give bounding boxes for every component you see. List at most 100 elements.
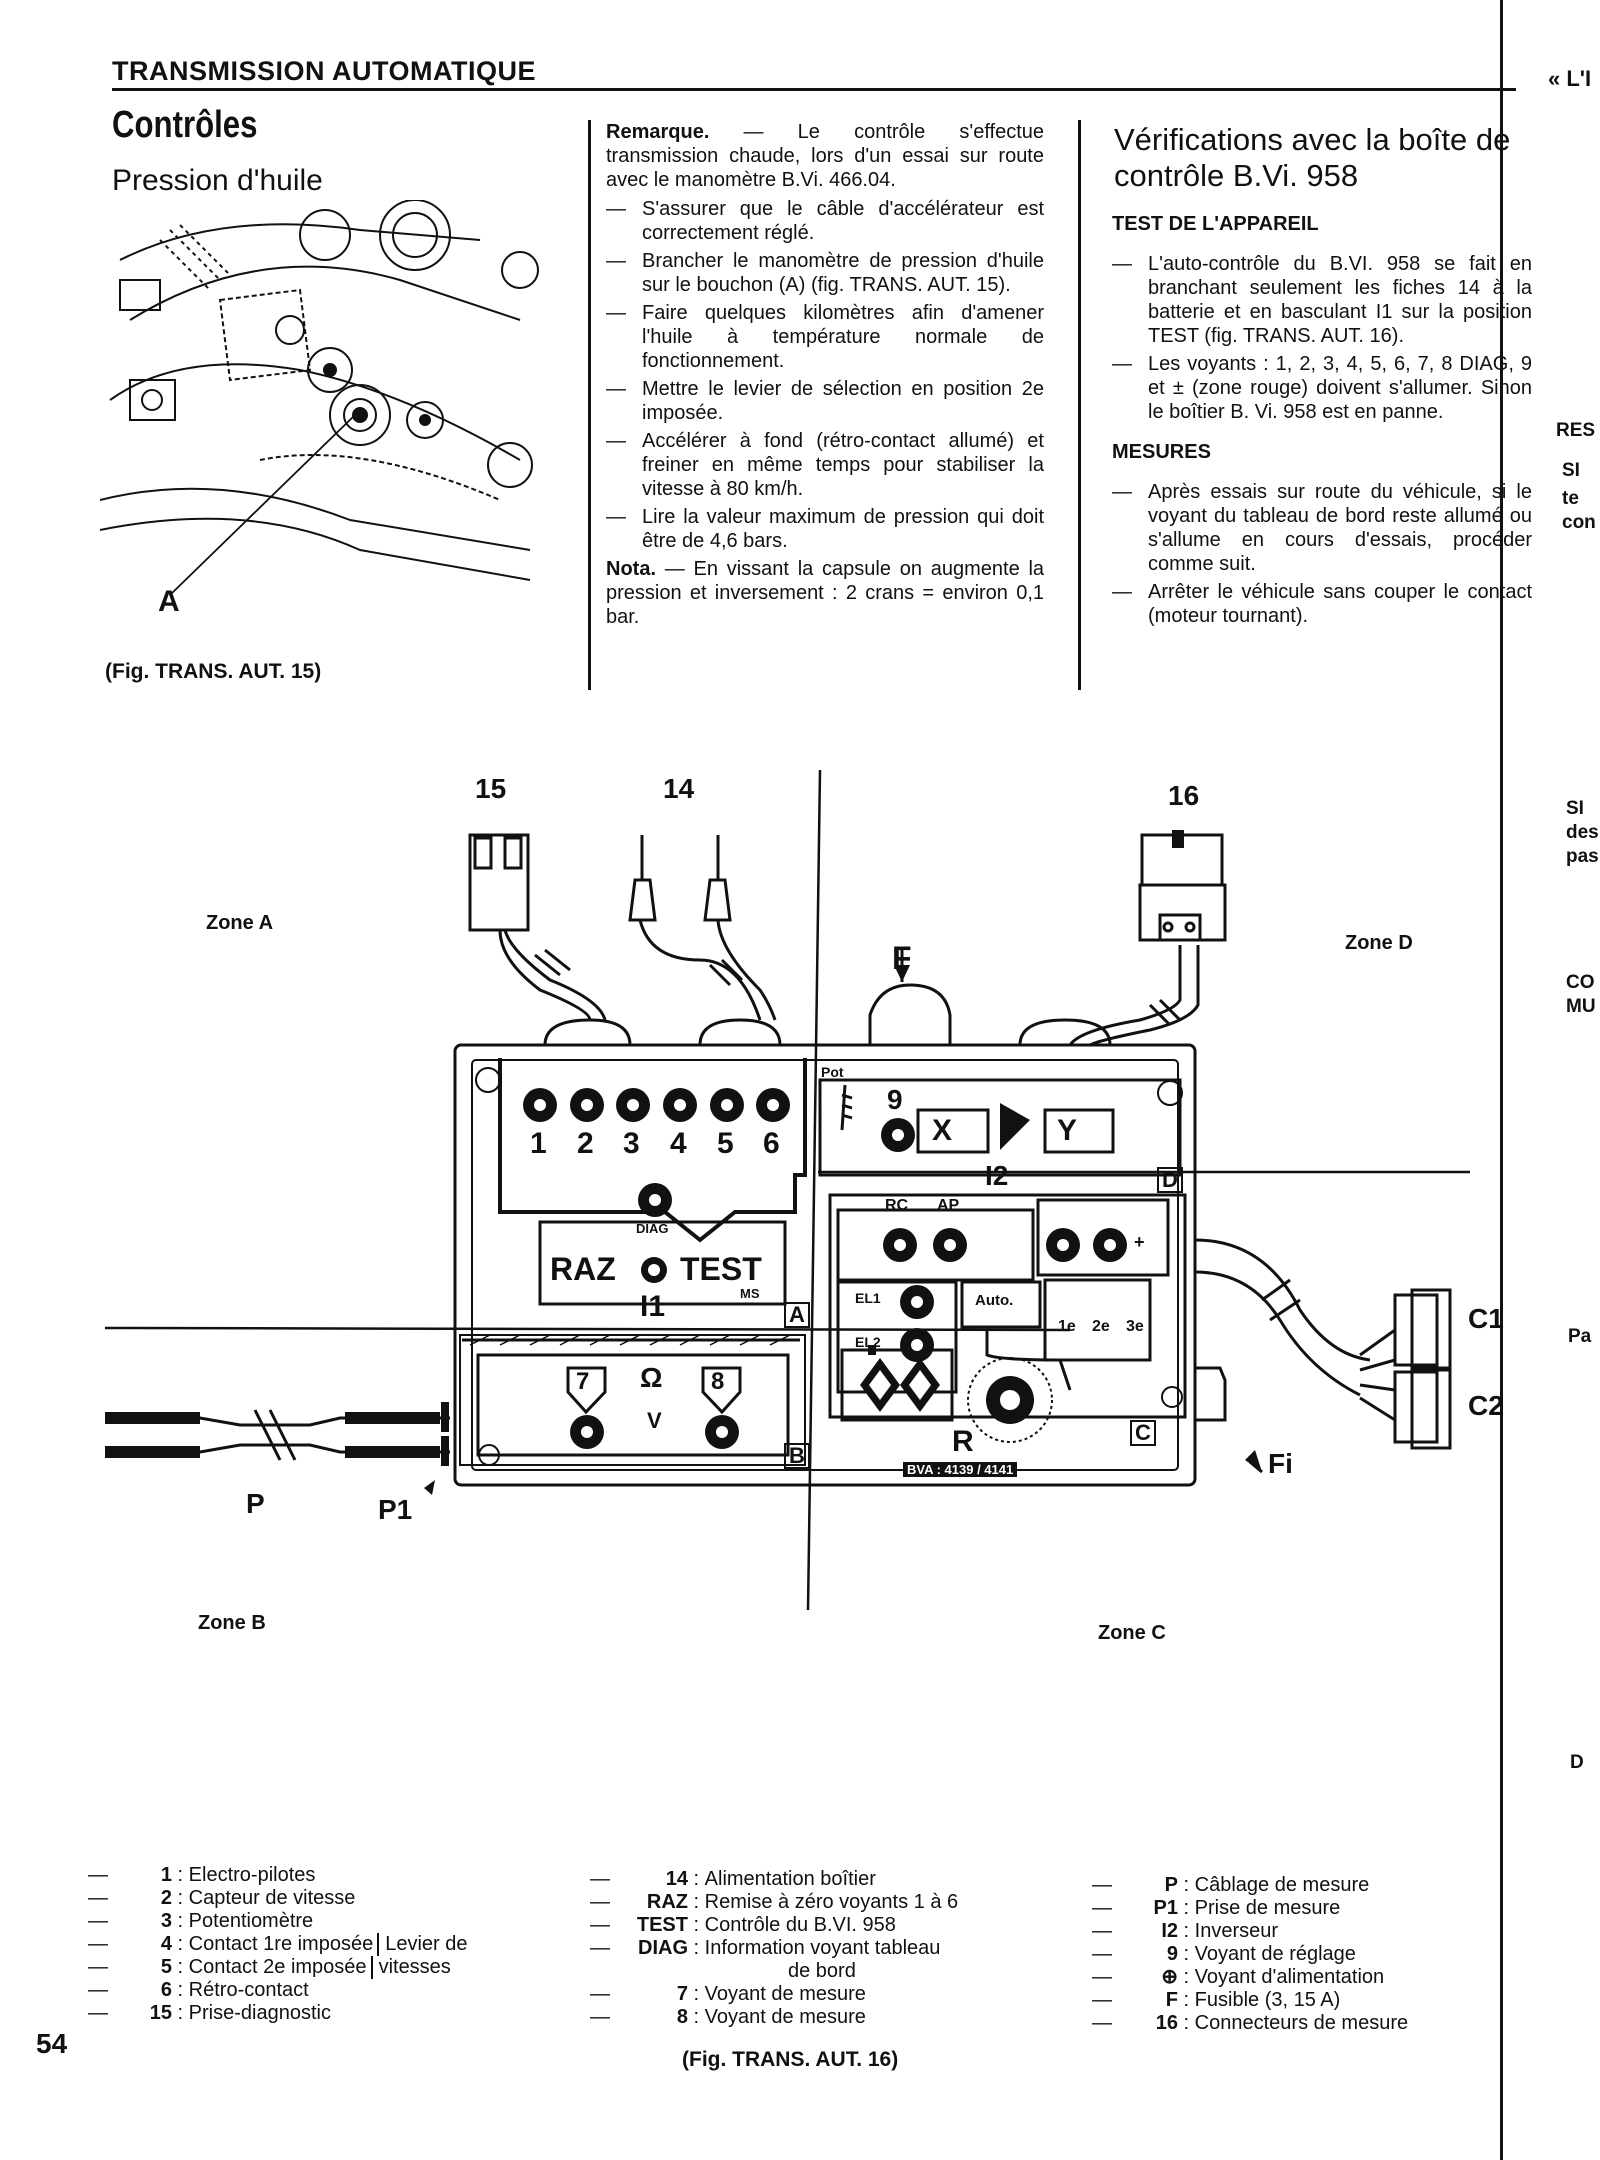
lamp-label-5: 5 bbox=[717, 1127, 734, 1160]
legend-row: —7 : Voyant de mesure bbox=[590, 1983, 866, 2005]
raz-label: RAZ bbox=[550, 1251, 616, 1287]
page-title: Contrôles bbox=[112, 104, 258, 146]
connector-label-15: 15 bbox=[475, 773, 507, 804]
rc-label: RC bbox=[885, 1197, 909, 1214]
lamp-label-9: 9 bbox=[887, 1084, 903, 1115]
figure-caption-16: (Fig. TRANS. AUT. 16) bbox=[682, 2048, 899, 2071]
legend-row: —16 : Connecteurs de mesure bbox=[1092, 2012, 1409, 2034]
list-item: —Arrêter le véhicule sans couper le cont… bbox=[1112, 581, 1532, 627]
page-number: 54 bbox=[36, 2028, 68, 2059]
zone-label-b: Zone B bbox=[198, 1612, 266, 1634]
clipped-text: Pa bbox=[1568, 1326, 1592, 1347]
el1-label: EL1 bbox=[855, 1290, 881, 1306]
clipped-text: CO bbox=[1566, 972, 1595, 993]
box-letter-b: B bbox=[784, 1443, 810, 1469]
legend-row: de bord bbox=[788, 1960, 856, 1982]
list-item: —Les voyants : 1, 2, 3, 4, 5, 6, 7, 8 DI… bbox=[1112, 353, 1532, 423]
column-separator-2 bbox=[1078, 120, 1081, 690]
remarque-label: Remarque. bbox=[606, 121, 710, 143]
clipped-text: MU bbox=[1566, 996, 1596, 1017]
clipped-text: D bbox=[1570, 1752, 1584, 1773]
nota-text: — En vissant la capsule on augmente la p… bbox=[606, 558, 1045, 628]
lamp-label-6: 6 bbox=[763, 1127, 780, 1160]
fuse-pointer-f: F bbox=[892, 940, 912, 976]
connector-label-c2: C2 bbox=[1468, 1390, 1504, 1421]
section-header: TRANSMISSION AUTOMATIQUE bbox=[112, 56, 537, 86]
legend-row: —RAZ : Remise à zéro voyants 1 à 6 bbox=[590, 1891, 959, 1913]
lamp-label-2: 2 bbox=[577, 1127, 594, 1160]
gear-label-2: 2e bbox=[1092, 1318, 1110, 1335]
legend-row: —8 : Voyant de mesure bbox=[590, 2006, 866, 2028]
engine-figure bbox=[100, 200, 539, 596]
connector-label-c1: C1 bbox=[1468, 1303, 1504, 1334]
zone-label-c: Zone C bbox=[1098, 1622, 1166, 1644]
list-item: —Accélérer à fond (rétro-contact allumé)… bbox=[606, 430, 1044, 500]
list-item: —S'assurer que le câble d'accélérateur e… bbox=[606, 198, 1044, 244]
knob-label-r: R bbox=[952, 1425, 974, 1458]
pot-label: Pot bbox=[821, 1064, 844, 1080]
lamp-label-1: 1 bbox=[530, 1127, 547, 1160]
plus-label: + bbox=[1134, 1232, 1145, 1252]
clipped-text: con bbox=[1562, 512, 1596, 533]
list-item: —Mettre le levier de sélection en positi… bbox=[606, 378, 1044, 424]
legend-row: —F : Fusible (3, 15 A) bbox=[1092, 1989, 1341, 2011]
figure-label-a: A bbox=[158, 585, 180, 618]
box-letter-a: A bbox=[784, 1302, 810, 1328]
list-item: —L'auto-contrôle du B.VI. 958 se fait en… bbox=[1112, 253, 1532, 347]
right-page-border bbox=[1500, 0, 1503, 2160]
section-title: Vérifications avec la boîte de contrôle … bbox=[1114, 122, 1511, 193]
page-subtitle: Pression d'huile bbox=[112, 164, 323, 197]
remarque-text: — Le contrôle s'effectue transmission ch… bbox=[606, 121, 1044, 191]
legend-row: —14 : Alimentation boîtier bbox=[590, 1868, 876, 1890]
legend-row: —3 : Potentiomètre bbox=[88, 1910, 314, 1932]
el2-label: EL2 bbox=[855, 1334, 881, 1350]
mesures-heading: MESURES bbox=[1112, 441, 1211, 463]
ohm-label: Ω bbox=[640, 1362, 663, 1393]
connector-label-16: 16 bbox=[1168, 780, 1200, 811]
list-item: —Lire la valeur maximum de pression qui … bbox=[606, 506, 1044, 552]
clipped-text: « L'I bbox=[1548, 66, 1592, 91]
clipped-text: des bbox=[1566, 822, 1599, 843]
gear-label-1: 1e bbox=[1058, 1318, 1076, 1335]
legend-row: —I2 : Inverseur bbox=[1092, 1920, 1279, 1942]
switch-label-i2: I2 bbox=[985, 1160, 1009, 1191]
right-column: TEST DE L'APPAREIL —L'auto-contrôle du B… bbox=[1112, 212, 1532, 632]
lamp-label-8: 8 bbox=[711, 1368, 725, 1395]
nota-label: Nota. bbox=[606, 558, 656, 580]
list-item: —Brancher le manomètre de pression d'hui… bbox=[606, 250, 1044, 296]
levier-label: vitesses bbox=[378, 1956, 451, 1978]
list-item: —Après essais sur route du véhicule, si … bbox=[1112, 481, 1532, 575]
gear-label-3: 3e bbox=[1126, 1318, 1144, 1335]
column-separator-1 bbox=[588, 120, 591, 690]
clipped-text: SI bbox=[1562, 460, 1580, 481]
switch-label-i1: I1 bbox=[640, 1290, 666, 1323]
legend-row: —6 : Rétro-contact bbox=[88, 1979, 309, 2001]
legend-row: —2 : Capteur de vitesse bbox=[88, 1887, 356, 1909]
legend-row: —15 : Prise-diagnostic bbox=[88, 2002, 331, 2024]
diag-label: DIAG bbox=[636, 1221, 669, 1236]
connector-label-14: 14 bbox=[663, 773, 695, 804]
bva-label: BVA : 4139 / 4141 bbox=[903, 1462, 1018, 1477]
y-label: Y bbox=[1057, 1114, 1078, 1147]
figure-caption-15: (Fig. TRANS. AUT. 15) bbox=[105, 660, 322, 683]
levier-label: Levier de bbox=[385, 1933, 468, 1955]
cable-label-p: P bbox=[246, 1488, 265, 1519]
legend-row: —P : Câblage de mesure bbox=[1092, 1874, 1370, 1896]
fuse-label-fi: Fi bbox=[1268, 1448, 1293, 1479]
box-letter-c: C bbox=[1130, 1420, 1156, 1446]
header-rule bbox=[112, 88, 1516, 91]
middle-column: Remarque. — Le contrôle s'effectue trans… bbox=[606, 120, 1044, 634]
legend-row: —1 : Electro-pilotes bbox=[88, 1864, 316, 1886]
legend-column-3: —P : Câblage de mesure —P1 : Prise de me… bbox=[1092, 1874, 1408, 2035]
ap-label: AP bbox=[937, 1197, 960, 1214]
clipped-text: SI bbox=[1566, 798, 1584, 819]
legend-row: —P1 : Prise de mesure bbox=[1092, 1897, 1341, 1919]
socket-label-p1: P1 bbox=[378, 1494, 413, 1525]
legend-row: —DIAG : Information voyant tableau bbox=[590, 1937, 941, 1959]
test-heading: TEST DE L'APPAREIL bbox=[1112, 213, 1319, 235]
lamp-label-7: 7 bbox=[576, 1368, 590, 1395]
legend-row: —9 : Voyant de réglage bbox=[1092, 1943, 1356, 1965]
